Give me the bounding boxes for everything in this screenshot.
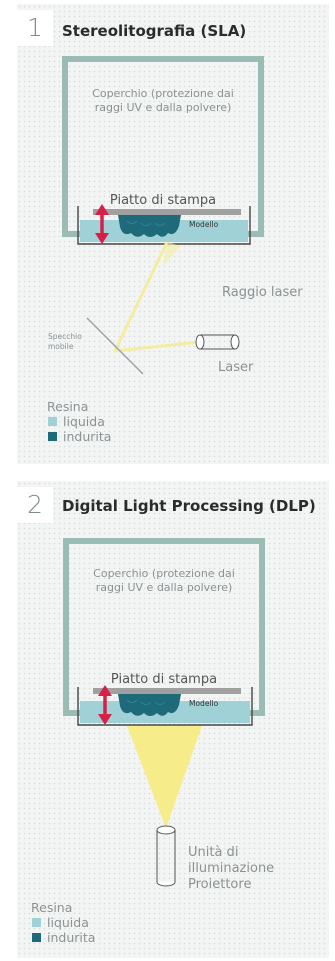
model-texture [126, 220, 166, 226]
platform-label: Piatto di stampa [110, 193, 216, 208]
beam-label: Raggio laser [222, 285, 303, 300]
legend-label-liquid: liquida [47, 915, 89, 930]
projector-lens [156, 825, 176, 835]
sla-diagram: Coperchio (protezione dai raggi UV e dal… [47, 56, 303, 444]
legend-swatch-cured [32, 933, 41, 942]
legend-label-cured: indurita [47, 930, 95, 945]
movement-arrow-up [95, 204, 109, 215]
legend-title: Resina [31, 900, 72, 915]
legend-swatch-cured [48, 432, 57, 441]
cover-label-line2: raggi UV e dalla polvere) [96, 581, 233, 594]
section-title: Stereolitografia (SLA) [62, 22, 247, 40]
projector-label-line1: Unità di [188, 845, 238, 860]
cover-label-line1: Coperchio (protezione dai [92, 87, 234, 100]
laser-beam-spot [163, 242, 181, 266]
model-label: Modello [189, 220, 219, 229]
mirror-label-line2: mobile [48, 342, 74, 351]
model-texture [126, 699, 166, 705]
laser-beam [113, 241, 201, 353]
mirror-label-line1: Specchio [48, 332, 82, 341]
sla-panel: Coperchio (protezione dai raggi UV e dal… [17, 4, 329, 464]
projector-label-line3: Proiettore [188, 877, 251, 892]
projector-light-cone [127, 726, 202, 828]
section-number: 2 [17, 487, 53, 523]
legend-label-cured: indurita [63, 429, 111, 444]
laser-label: Laser [218, 360, 254, 375]
section-number: 1 [17, 10, 53, 46]
cover-label-line1: Coperchio (protezione dai [93, 567, 235, 580]
legend-label-liquid: liquida [63, 414, 105, 429]
dlp-panel: Coperchio (protezione dai raggi UV e dal… [17, 481, 329, 958]
platform-label: Piatto di stampa [111, 672, 217, 687]
projector-label-line2: illuminazione [188, 861, 274, 876]
resin-vat [77, 206, 251, 245]
section-title: Digital Light Processing (DLP) [62, 497, 316, 515]
dlp-diagram: Coperchio (protezione dai raggi UV e dal… [31, 538, 274, 945]
legend-title: Resina [47, 399, 88, 414]
projector-body [156, 830, 176, 882]
movable-mirror [86, 317, 144, 375]
laser-device-end [230, 334, 240, 350]
projector-base [156, 881, 176, 887]
movement-arrow-down [95, 233, 109, 244]
legend-swatch-liquid [32, 918, 41, 927]
printed-model [118, 215, 181, 237]
laser-device-front [195, 334, 205, 350]
cover-label-line2: raggi UV e dalla polvere) [95, 101, 232, 114]
build-platform [93, 688, 241, 694]
movement-arrow-up [98, 685, 112, 696]
movement-arrow-down [98, 714, 112, 725]
build-platform [93, 209, 241, 215]
resin-vat [77, 687, 253, 726]
model-label: Modello [189, 699, 219, 708]
printed-model [118, 694, 181, 716]
legend-swatch-liquid [48, 417, 57, 426]
laser-device-body [200, 334, 235, 350]
